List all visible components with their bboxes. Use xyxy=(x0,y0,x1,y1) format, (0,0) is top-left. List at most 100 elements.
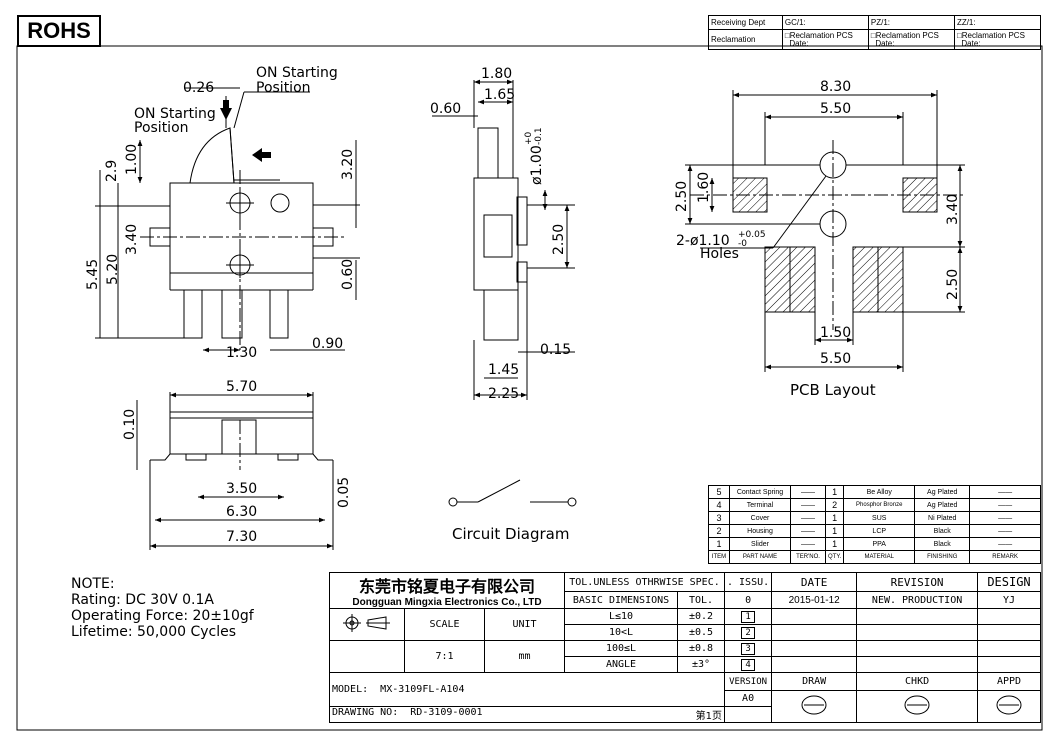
scale-label: SCALE xyxy=(404,608,485,641)
tol-value-4: ±3° xyxy=(677,656,725,673)
left-arrow-icon xyxy=(252,148,262,162)
appd-stamp-icon xyxy=(996,695,1022,715)
tol-value-1: ±0.2 xyxy=(677,608,725,625)
basic-dim-label: BASIC DIMENSIONS xyxy=(564,591,678,609)
bottom-view xyxy=(136,392,334,550)
design-value: YJ xyxy=(977,591,1041,609)
reclamation-cell-3: □Reclamation PCS Date: xyxy=(953,29,1042,50)
dim-550-top: 5.50 xyxy=(820,101,851,117)
dim-dia-100: ø1.00 xyxy=(529,145,545,185)
note-line-1: NOTE: xyxy=(71,576,115,592)
dim-145: 1.45 xyxy=(488,362,519,378)
draw-label: DRAW xyxy=(771,672,858,691)
dim-340: 3.40 xyxy=(124,224,140,255)
appd-label: APPD xyxy=(977,672,1041,691)
reclamation-cell-2: □Reclamation PCS Date: xyxy=(867,29,955,50)
dim-090: 0.90 xyxy=(312,336,343,352)
drawing-border xyxy=(16,45,1043,731)
rev-mark-1: 1 xyxy=(723,608,773,625)
pcb-title: PCB Layout xyxy=(790,381,876,399)
dim-100: 1.00 xyxy=(124,144,140,175)
tol-range-4: ANGLE xyxy=(564,656,678,673)
dim-010: 0.10 xyxy=(122,409,138,440)
dim-180: 1.80 xyxy=(481,66,512,82)
scale-value: 7:1 xyxy=(404,640,485,673)
tol-value-2: ±0.5 xyxy=(677,624,725,641)
company-name-cn: 东莞市铭夏电子有限公司 xyxy=(358,577,535,596)
dim-29: 2.9 xyxy=(104,160,120,182)
holes-dim: 2-ø1.10 xyxy=(676,233,730,249)
dim-160: 1.60 xyxy=(696,172,712,203)
dim-060-side: 0.60 xyxy=(430,101,461,117)
dim-520: 5.20 xyxy=(105,254,121,285)
dim-830: 8.30 xyxy=(820,79,851,95)
date-value: 2015-01-12 xyxy=(771,591,858,609)
dim-165: 1.65 xyxy=(484,87,515,103)
tol-header: TOL.UNLESS OTHRWISE SPEC. xyxy=(564,571,725,593)
holes-tol2: -0 xyxy=(738,239,747,249)
draw-stamp xyxy=(771,690,858,723)
on-starting-label-1: ON Starting xyxy=(256,65,338,81)
dim-340-pcb: 3.40 xyxy=(945,194,961,225)
dim-550-bottom: 5.50 xyxy=(820,351,851,367)
receiving-table: Receiving Dept GC/1: PZ/1: ZZ/1: Reclama… xyxy=(708,15,1042,50)
circuit-diagram xyxy=(448,479,577,507)
date-header: DATE xyxy=(771,571,858,593)
pcb-layout xyxy=(685,90,965,372)
note-line-3: Operating Force: 20±10gf xyxy=(71,608,254,624)
position-label-1: Position xyxy=(256,80,311,96)
rev-mark-3: 3 xyxy=(723,640,773,657)
model-cell: MODEL: MX-3109FL-A104 xyxy=(329,672,725,707)
tol-range-2: 10<L xyxy=(564,624,678,641)
dim-730: 7.30 xyxy=(226,529,257,545)
down-arrow-icon xyxy=(220,108,232,120)
dim-015: 0.15 xyxy=(540,342,571,358)
rev-mark-2: 2 xyxy=(723,624,773,641)
dim-dia-tol: +0 xyxy=(524,131,534,145)
dim-026: 0.26 xyxy=(183,80,214,96)
dim-130: 1.30 xyxy=(226,345,257,361)
issu-header: . ISSU. xyxy=(723,571,773,593)
tol-range-1: L≤10 xyxy=(564,608,678,625)
version-label: VERSION xyxy=(723,672,773,691)
dim-005: 0.05 xyxy=(336,477,352,508)
dim-570: 5.70 xyxy=(226,379,257,395)
side-view xyxy=(432,79,575,400)
holes-label: Holes xyxy=(700,246,739,262)
dim-225: 2.25 xyxy=(488,386,519,402)
dim-350: 3.50 xyxy=(226,481,257,497)
version-value: A0 xyxy=(723,690,773,707)
dim-150: 1.50 xyxy=(820,325,851,341)
dim-dia-tol2: -0.1 xyxy=(534,127,544,145)
dim-630: 6.30 xyxy=(226,504,257,520)
appd-stamp xyxy=(977,690,1041,723)
reclamation-cell-1: □Reclamation PCS Date: xyxy=(781,29,869,50)
draw-stamp-icon xyxy=(801,695,827,715)
dim-060-front: 0.60 xyxy=(340,259,356,290)
tol-range-3: 100≤L xyxy=(564,640,678,657)
chkd-stamp xyxy=(856,690,978,723)
company-cell: 东莞市铭夏电子有限公司 Dongguan Mingxia Electronics… xyxy=(329,572,565,609)
title-block: 东莞市铭夏电子有限公司 Dongguan Mingxia Electronics… xyxy=(329,571,1041,723)
dim-250-pcb-left: 2.50 xyxy=(674,181,690,212)
dim-250-pcb-right: 2.50 xyxy=(945,269,961,300)
unit-label: UNIT xyxy=(484,608,565,641)
front-view xyxy=(95,87,360,353)
revision-header: REVISION xyxy=(856,571,978,593)
dim-250-side: 2.50 xyxy=(551,224,567,255)
dimension-labels: 0.26 ON Starting Position ON Starting Po… xyxy=(85,65,961,545)
rev-mark-4: 4 xyxy=(723,656,773,673)
chkd-stamp-icon xyxy=(904,695,930,715)
company-name-en: Dongguan Mingxia Electronics Co., LTD xyxy=(352,597,542,608)
projection-symbol xyxy=(329,608,405,641)
dim-545: 5.45 xyxy=(85,259,101,290)
projection-icon xyxy=(343,614,390,632)
